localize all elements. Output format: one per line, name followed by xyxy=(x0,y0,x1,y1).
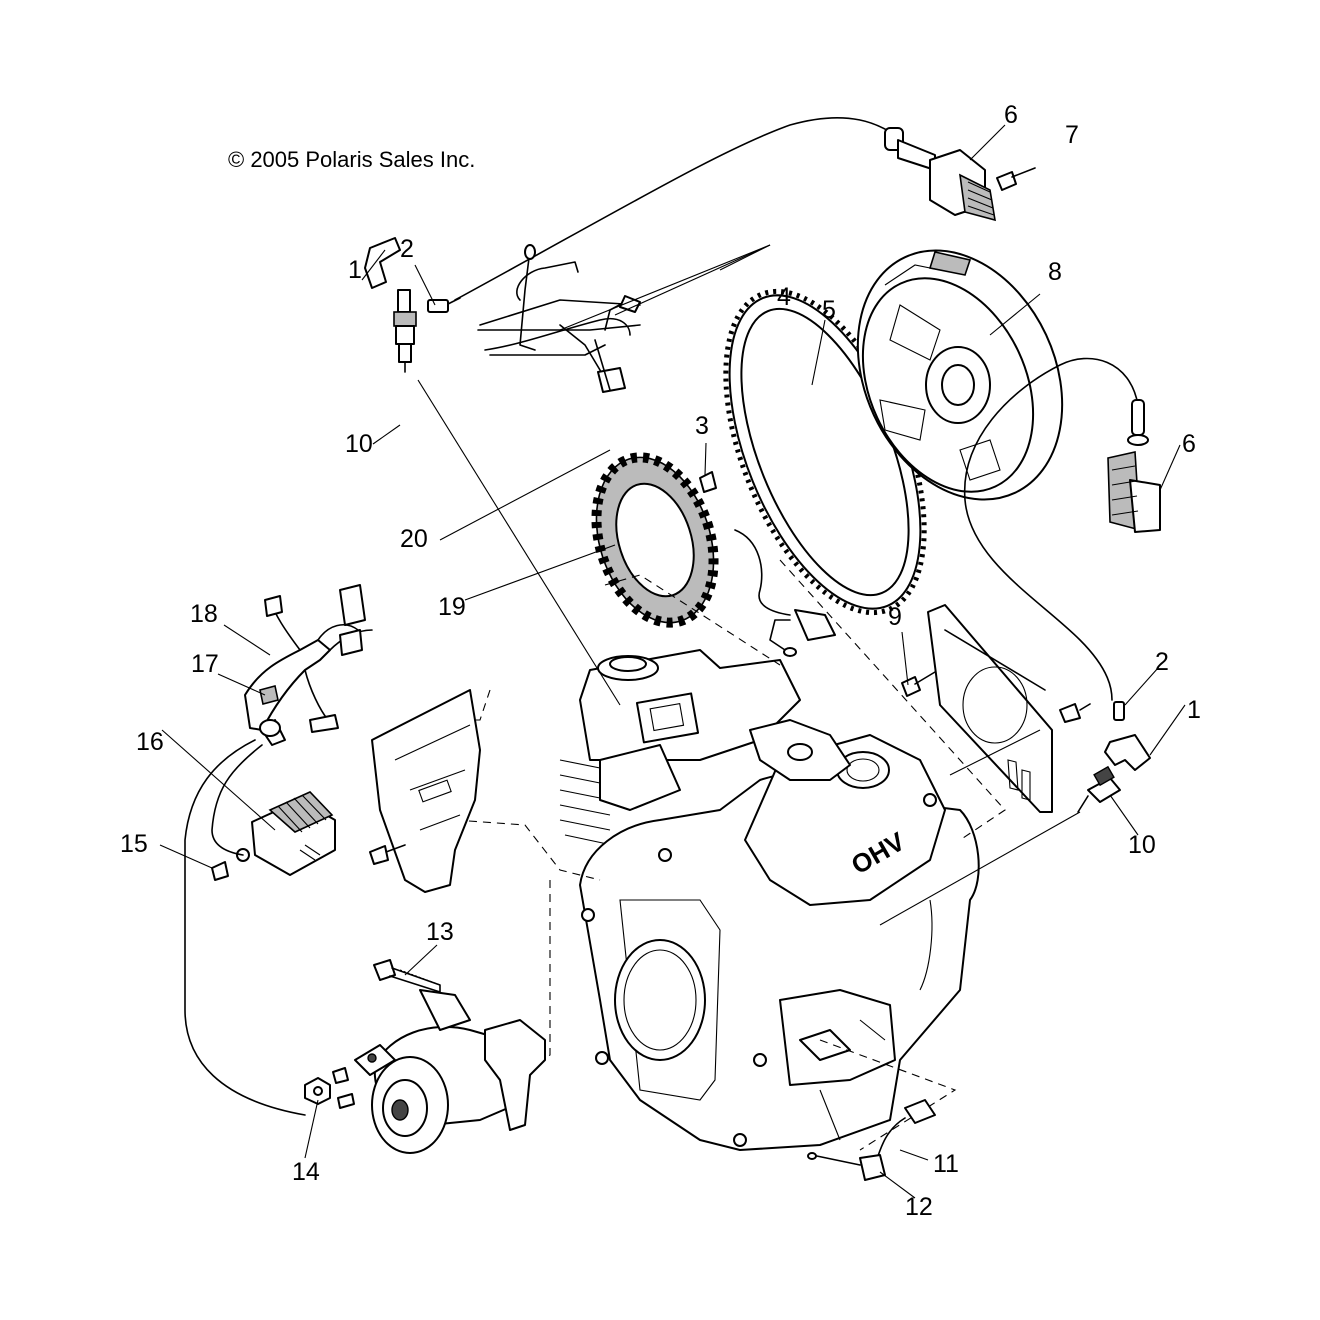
engine-block: OHV xyxy=(559,649,980,1151)
spark-plug-cap-right xyxy=(1104,734,1151,771)
callout-10-right: 10 xyxy=(1128,831,1156,859)
callout-6-right: 6 xyxy=(1182,430,1196,458)
callout-3: 3 xyxy=(695,412,709,440)
callout-10-upper: 10 xyxy=(345,430,373,458)
callout-leaders xyxy=(159,124,1186,1199)
ignition-lead-right xyxy=(963,357,1139,701)
mounting-bracket-right xyxy=(927,604,1053,813)
callout-14: 14 xyxy=(292,1158,320,1186)
callout-labels: 1 2 3 4 5 6 6 7 8 9 10 10 11 12 13 14 15… xyxy=(120,101,1201,1221)
oil-level-sensor xyxy=(807,1099,936,1181)
callout-13: 13 xyxy=(426,918,454,946)
starter-motor xyxy=(354,989,546,1154)
callout-15: 15 xyxy=(120,830,148,858)
callout-2-upper: 2 xyxy=(400,235,414,263)
callout-17: 17 xyxy=(191,650,219,678)
callout-1-right: 1 xyxy=(1187,696,1201,724)
stator-screw-3 xyxy=(699,471,717,493)
cap-terminal-right xyxy=(1113,701,1125,721)
callout-8: 8 xyxy=(1048,258,1062,286)
cooling-shroud-left xyxy=(371,689,481,893)
plug-right-alignment-line xyxy=(879,811,1081,926)
alignment-line-5 xyxy=(454,819,601,881)
callout-5: 5 xyxy=(822,296,836,324)
voltage-regulator xyxy=(251,791,336,876)
callout-20: 20 xyxy=(400,525,428,553)
starter-bolt-13 xyxy=(373,959,441,993)
callout-4: 4 xyxy=(777,283,791,311)
callout-12: 12 xyxy=(905,1193,933,1221)
shroud-bolt xyxy=(369,844,406,865)
callout-2-right: 2 xyxy=(1155,648,1169,676)
spark-plug-upper xyxy=(393,289,417,373)
callout-16: 16 xyxy=(136,728,164,756)
ignition-coil-right xyxy=(1107,399,1161,533)
bracket-alignment-line xyxy=(949,729,1041,776)
plug-alignment-line xyxy=(417,379,621,706)
alignment-line-2 xyxy=(604,574,781,666)
alignment-line-1 xyxy=(779,559,1006,841)
ignition-coil-top xyxy=(884,127,996,222)
callout-1-upper: 1 xyxy=(348,256,362,284)
wire-harness xyxy=(477,244,641,393)
callout-18: 18 xyxy=(190,600,218,628)
bracket-bolt-right xyxy=(1059,703,1091,723)
bracket-bolt-9 xyxy=(901,671,936,697)
stator xyxy=(591,452,836,657)
ignition-lead-top xyxy=(454,117,896,301)
cap-terminal-upper xyxy=(427,297,461,313)
regulator-screw-15 xyxy=(211,848,250,881)
main-wire-harness xyxy=(184,584,373,1116)
callout-6-top: 6 xyxy=(1004,101,1018,129)
callout-7: 7 xyxy=(1065,121,1079,149)
spark-plug-right xyxy=(1077,765,1121,813)
coil-screw-7 xyxy=(996,167,1036,191)
starter-nut-14 xyxy=(304,1067,355,1109)
spark-plug-cap-upper xyxy=(364,237,401,289)
flywheel xyxy=(856,249,1064,501)
alignment-line-4 xyxy=(819,1039,957,1151)
callout-9: 9 xyxy=(888,603,902,631)
copyright-notice: © 2005 Polaris Sales Inc. xyxy=(228,147,475,172)
callout-11: 11 xyxy=(933,1150,959,1178)
callout-19: 19 xyxy=(438,593,466,621)
